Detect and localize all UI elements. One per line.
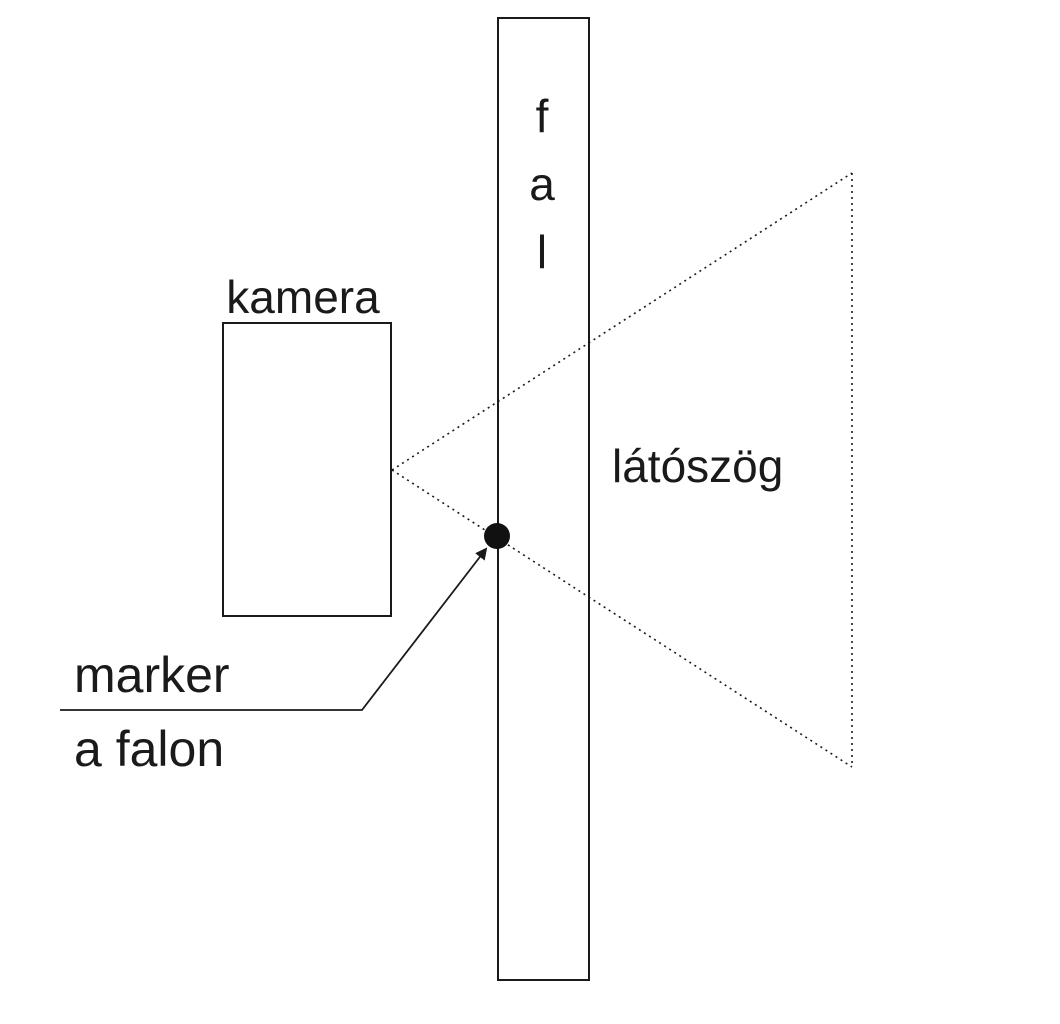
fov-lower-ray <box>391 469 853 768</box>
camera-label: kamera <box>226 271 380 323</box>
wall-letter-l: l <box>537 226 547 278</box>
marker-leader-arrow <box>60 547 488 711</box>
wall <box>497 17 590 981</box>
wall-letter-a: a <box>529 158 555 210</box>
wall-letter-f: f <box>536 90 549 142</box>
fov-upper-ray <box>391 172 853 471</box>
field-of-view-label: látószög <box>612 440 783 492</box>
marker-label-line2: a falon <box>74 721 224 777</box>
marker-dot <box>484 523 510 549</box>
camera-body <box>222 322 392 617</box>
marker-label-line1: marker <box>74 647 230 703</box>
